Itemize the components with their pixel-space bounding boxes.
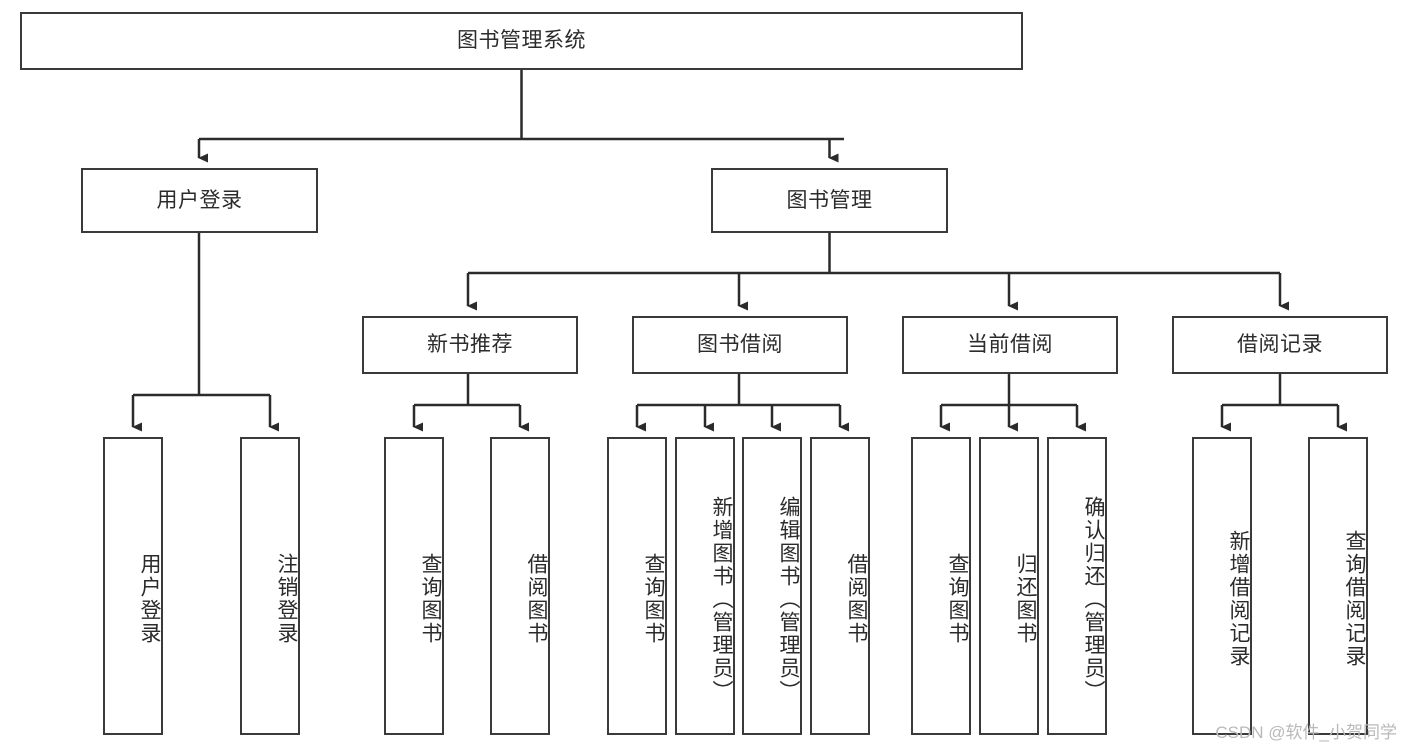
- node-label: 归还图书: [1014, 553, 1037, 645]
- leaf-borrow-record-add-record[interactable]: 新增借阅记录: [1192, 437, 1252, 735]
- node-label: 注销登录: [275, 553, 298, 645]
- node-label: 确认归还（管理员）: [1082, 495, 1105, 703]
- node-label: 查询图书: [642, 553, 665, 645]
- node-label: 查询图书: [419, 553, 442, 645]
- leaf-borrow-record-query-record[interactable]: 查询借阅记录: [1308, 437, 1368, 735]
- node-new-book-recommend[interactable]: 新书推荐: [362, 316, 578, 374]
- leaf-new-book-query-book[interactable]: 查询图书: [384, 437, 444, 735]
- node-label: 借阅图书: [525, 553, 548, 645]
- leaf-current-borrow-query-book[interactable]: 查询图书: [911, 437, 971, 735]
- node-user-login[interactable]: 用户登录: [81, 168, 318, 233]
- leaf-book-borrow-borrow-book[interactable]: 借阅图书: [810, 437, 870, 735]
- node-label: 新书推荐: [427, 333, 513, 357]
- leaf-book-borrow-query-book[interactable]: 查询图书: [607, 437, 667, 735]
- node-book-borrow[interactable]: 图书借阅: [632, 316, 848, 374]
- node-label: 查询图书: [946, 553, 969, 645]
- leaf-user-login-login[interactable]: 用户登录: [103, 437, 163, 735]
- node-label: 查询借阅记录: [1343, 530, 1366, 668]
- node-label: 当前借阅: [967, 333, 1053, 357]
- node-current-borrow[interactable]: 当前借阅: [902, 316, 1118, 374]
- node-label: 新增借阅记录: [1227, 530, 1250, 668]
- leaf-new-book-borrow-book[interactable]: 借阅图书: [490, 437, 550, 735]
- node-label: 编辑图书（管理员）: [777, 495, 800, 703]
- node-label: 图书借阅: [697, 333, 783, 357]
- node-borrow-record[interactable]: 借阅记录: [1172, 316, 1388, 374]
- node-label: 新增图书（管理员）: [710, 495, 733, 703]
- node-label: 用户登录: [138, 553, 161, 645]
- node-root-book-management-system[interactable]: 图书管理系统: [20, 12, 1023, 70]
- node-label: 借阅记录: [1237, 333, 1323, 357]
- node-label: 借阅图书: [845, 553, 868, 645]
- leaf-book-borrow-edit-book-admin[interactable]: 编辑图书（管理员）: [742, 437, 802, 735]
- node-label: 图书管理系统: [457, 29, 586, 53]
- node-label: 用户登录: [156, 188, 243, 212]
- leaf-user-login-logout[interactable]: 注销登录: [240, 437, 300, 735]
- leaf-current-borrow-confirm-return-admin[interactable]: 确认归还（管理员）: [1047, 437, 1107, 735]
- csdn-watermark: CSDN @软件_小贺同学: [1215, 723, 1397, 742]
- leaf-current-borrow-return-book[interactable]: 归还图书: [979, 437, 1039, 735]
- leaf-book-borrow-add-book-admin[interactable]: 新增图书（管理员）: [675, 437, 735, 735]
- node-label: 图书管理: [786, 188, 873, 212]
- node-book-management[interactable]: 图书管理: [711, 168, 948, 233]
